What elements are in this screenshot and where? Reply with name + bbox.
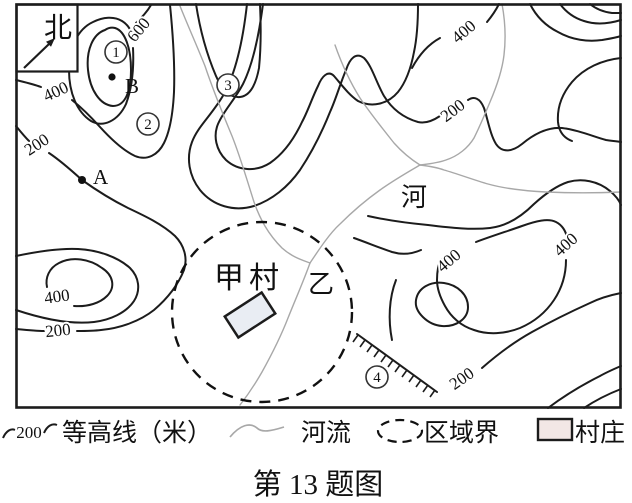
marker-3-circle <box>216 73 240 97</box>
marker-1-number: 1 <box>112 45 120 61</box>
legend-contour-sample: 200 <box>16 423 42 442</box>
figure-caption: 第 13 题图 <box>253 468 384 501</box>
contour-label-200-nw: 200 <box>21 130 53 160</box>
legend-contour-label: 等高线（米） <box>62 419 212 447</box>
legend-item-river: 河流 <box>229 419 351 447</box>
contour-line <box>48 152 187 332</box>
north-label: 北 <box>44 13 72 44</box>
contour-line <box>486 3 500 23</box>
river-line <box>419 3 506 166</box>
marker-2: 2 <box>136 112 160 136</box>
point-B-label: B <box>125 74 139 98</box>
cliff-hachure-ticks <box>352 334 436 398</box>
contour-line <box>15 328 45 332</box>
marker-3-number: 3 <box>224 78 232 94</box>
rivers <box>179 3 622 406</box>
boundary-symbol-icon <box>376 418 424 444</box>
point-B: B <box>108 73 139 98</box>
village-symbol <box>223 290 277 340</box>
contour-line <box>45 258 114 308</box>
contour-line <box>135 4 152 24</box>
marker-2-number: 2 <box>144 117 152 133</box>
marker-4-number: 4 <box>373 370 381 386</box>
label-yi: 乙 <box>308 270 334 299</box>
contour-line <box>481 292 622 369</box>
contour-line <box>214 3 419 170</box>
contour-line <box>195 3 262 99</box>
contour-line <box>583 388 622 409</box>
north-arrow-head-icon <box>46 38 55 47</box>
contour-label-400-nw: 400 <box>40 78 71 106</box>
legend-boundary-label: 区域界 <box>424 419 499 447</box>
contour-line <box>353 237 422 255</box>
marker-4: 4 <box>365 365 389 389</box>
point-A: A <box>78 165 109 189</box>
contour-line <box>71 4 176 159</box>
river-line <box>309 164 421 264</box>
legend: 200 等高线（米） 河流 区域界 村庄 <box>2 417 625 447</box>
contour-line <box>589 3 622 15</box>
village-symbol-icon <box>536 417 574 442</box>
point-A-dot <box>78 176 86 184</box>
river-line <box>239 262 311 406</box>
river-line <box>179 5 311 264</box>
marker-2-circle <box>136 112 160 136</box>
contour-line <box>187 3 441 210</box>
contour-line <box>414 281 470 328</box>
river-line <box>419 164 622 194</box>
map-border <box>15 3 622 409</box>
contour-line <box>467 97 622 152</box>
contour-label-200-sw: 200 <box>44 320 71 342</box>
contour-line <box>435 258 567 335</box>
contour-line <box>547 365 622 409</box>
contour-line <box>559 3 622 25</box>
contour-line <box>529 3 622 42</box>
contour-line <box>86 26 133 108</box>
contour-label-400-se2: 400 <box>550 229 582 260</box>
marker-1-circle <box>104 40 128 64</box>
contour-line <box>15 247 140 324</box>
river-symbol-icon <box>229 424 285 438</box>
marker-1: 1 <box>104 40 128 64</box>
legend-village-label: 村庄 <box>575 419 625 447</box>
contour-labels: 600 400 200 400 200 400 200 400 400 200 <box>19 12 584 396</box>
contour-lines <box>15 3 622 409</box>
river-line <box>334 44 421 166</box>
marker-4-circle <box>365 365 389 389</box>
village-name-label: 甲村 <box>214 262 284 295</box>
cliff-contour-line <box>356 333 438 393</box>
contour-label-600: 600 <box>123 14 154 46</box>
north-box <box>15 3 79 73</box>
legend-item-village: 村庄 <box>536 417 625 447</box>
contour-line <box>388 279 397 341</box>
contour-line <box>556 57 622 142</box>
contour-symbol-icon <box>2 428 16 439</box>
contour-line <box>411 37 441 69</box>
contour-symbol-icon <box>43 423 58 434</box>
contour-line <box>15 79 42 88</box>
contour-label-400-sw: 400 <box>43 285 71 307</box>
contour-label-400-ne: 400 <box>448 16 480 47</box>
contour-label-200-e: 200 <box>437 95 469 126</box>
contour-label-200-se: 200 <box>446 363 478 393</box>
region-boundary-circle <box>170 220 354 404</box>
contour-line <box>475 219 568 243</box>
label-river-he: 河 <box>401 183 427 212</box>
legend-item-boundary: 区域界 <box>376 418 499 447</box>
contour-line <box>367 179 622 230</box>
marker-3: 3 <box>216 73 240 97</box>
legend-item-contour: 200 等高线（米） <box>2 419 212 447</box>
point-B-dot <box>108 73 116 81</box>
north-indicator: 北 <box>15 3 79 73</box>
north-arrow-icon <box>23 43 50 69</box>
legend-river-label: 河流 <box>301 419 351 447</box>
point-A-label: A <box>93 165 109 189</box>
